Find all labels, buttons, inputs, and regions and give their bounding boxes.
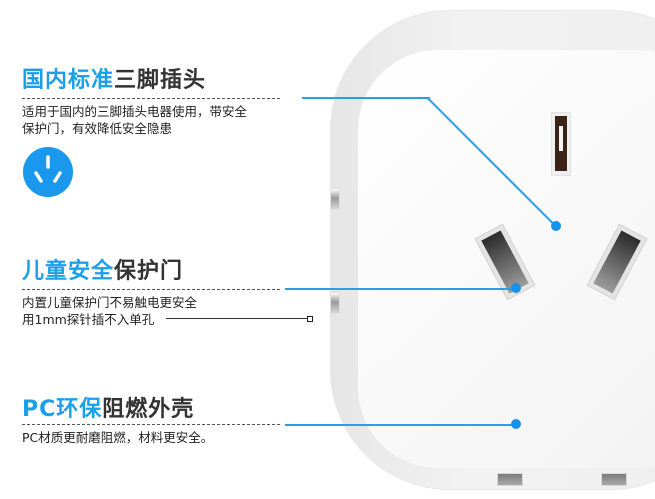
feature-title-1: 国内标准三脚插头 xyxy=(22,68,207,93)
callout-dot-1 xyxy=(551,221,561,231)
ground-pin-hole xyxy=(551,112,571,176)
divider-3 xyxy=(22,424,280,425)
feature-title-3: PC环保阻燃外壳 xyxy=(22,397,195,422)
callout-dot-3 xyxy=(511,419,521,429)
feature-desc-1: 适用于国内的三脚插头电器使用，带安全 保护门，有效降低安全隐患 xyxy=(22,104,248,136)
feature-title-2: 儿童安全保护门 xyxy=(22,259,184,284)
divider-2 xyxy=(22,289,280,290)
feature-desc-3: PC材质更耐磨阻燃，材料更安全。 xyxy=(22,430,214,445)
probe-pointer-line xyxy=(166,318,309,319)
callout-dot-2 xyxy=(511,283,521,293)
side-slot-lower xyxy=(330,292,340,314)
callout-line-3 xyxy=(285,424,515,426)
divider-1 xyxy=(22,98,280,99)
bottom-slot-right xyxy=(601,473,627,486)
feature-desc-2: 内置儿童保护门不易触电更安全 用1mm探针插不入单孔 xyxy=(22,295,198,327)
side-slot-upper xyxy=(330,188,340,210)
bottom-slot-left xyxy=(497,473,523,486)
callout-line-2 xyxy=(285,288,515,290)
callout-line-1 xyxy=(302,97,430,99)
three-pin-plug-icon xyxy=(23,147,73,197)
probe-pointer-end xyxy=(307,316,313,322)
